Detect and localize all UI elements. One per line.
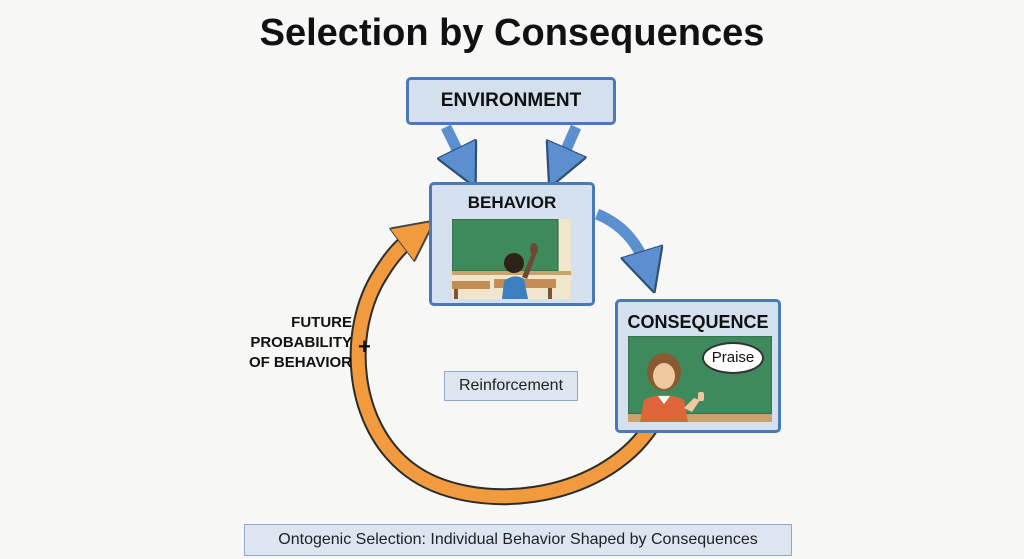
side-label-line-2: PROBABILITY (250, 334, 352, 351)
environment-box: ENVIRONMENT (406, 77, 616, 125)
behavior-box: BEHAVIOR (429, 182, 595, 306)
student-raising-hand-illustration (452, 219, 571, 299)
environment-to-behavior-arrow-left (446, 124, 466, 168)
behavior-label: BEHAVIOR (467, 193, 557, 212)
side-label-line-3: OF BEHAVIOR (248, 354, 352, 371)
side-label-line-1: FUTURE (291, 314, 352, 331)
diagram-title: Selection by Consequences (259, 12, 765, 54)
reinforcement-label: Reinforcement (444, 371, 578, 401)
environment-label: ENVIRONMENT (440, 90, 582, 111)
consequence-box: CONSEQUENCE Praise (615, 299, 781, 433)
environment-to-behavior-arrow-right (558, 124, 576, 168)
plus-sign: + (358, 334, 371, 359)
future-probability-label: FUTURE PROBABILITY OF BEHAVIOR (232, 313, 352, 373)
consequence-label: CONSEQUENCE (627, 312, 769, 332)
praise-speech-bubble: Praise (702, 342, 764, 374)
behavior-to-consequence-arrow (594, 208, 648, 272)
caption-label: Ontogenic Selection: Individual Behavior… (244, 524, 792, 556)
